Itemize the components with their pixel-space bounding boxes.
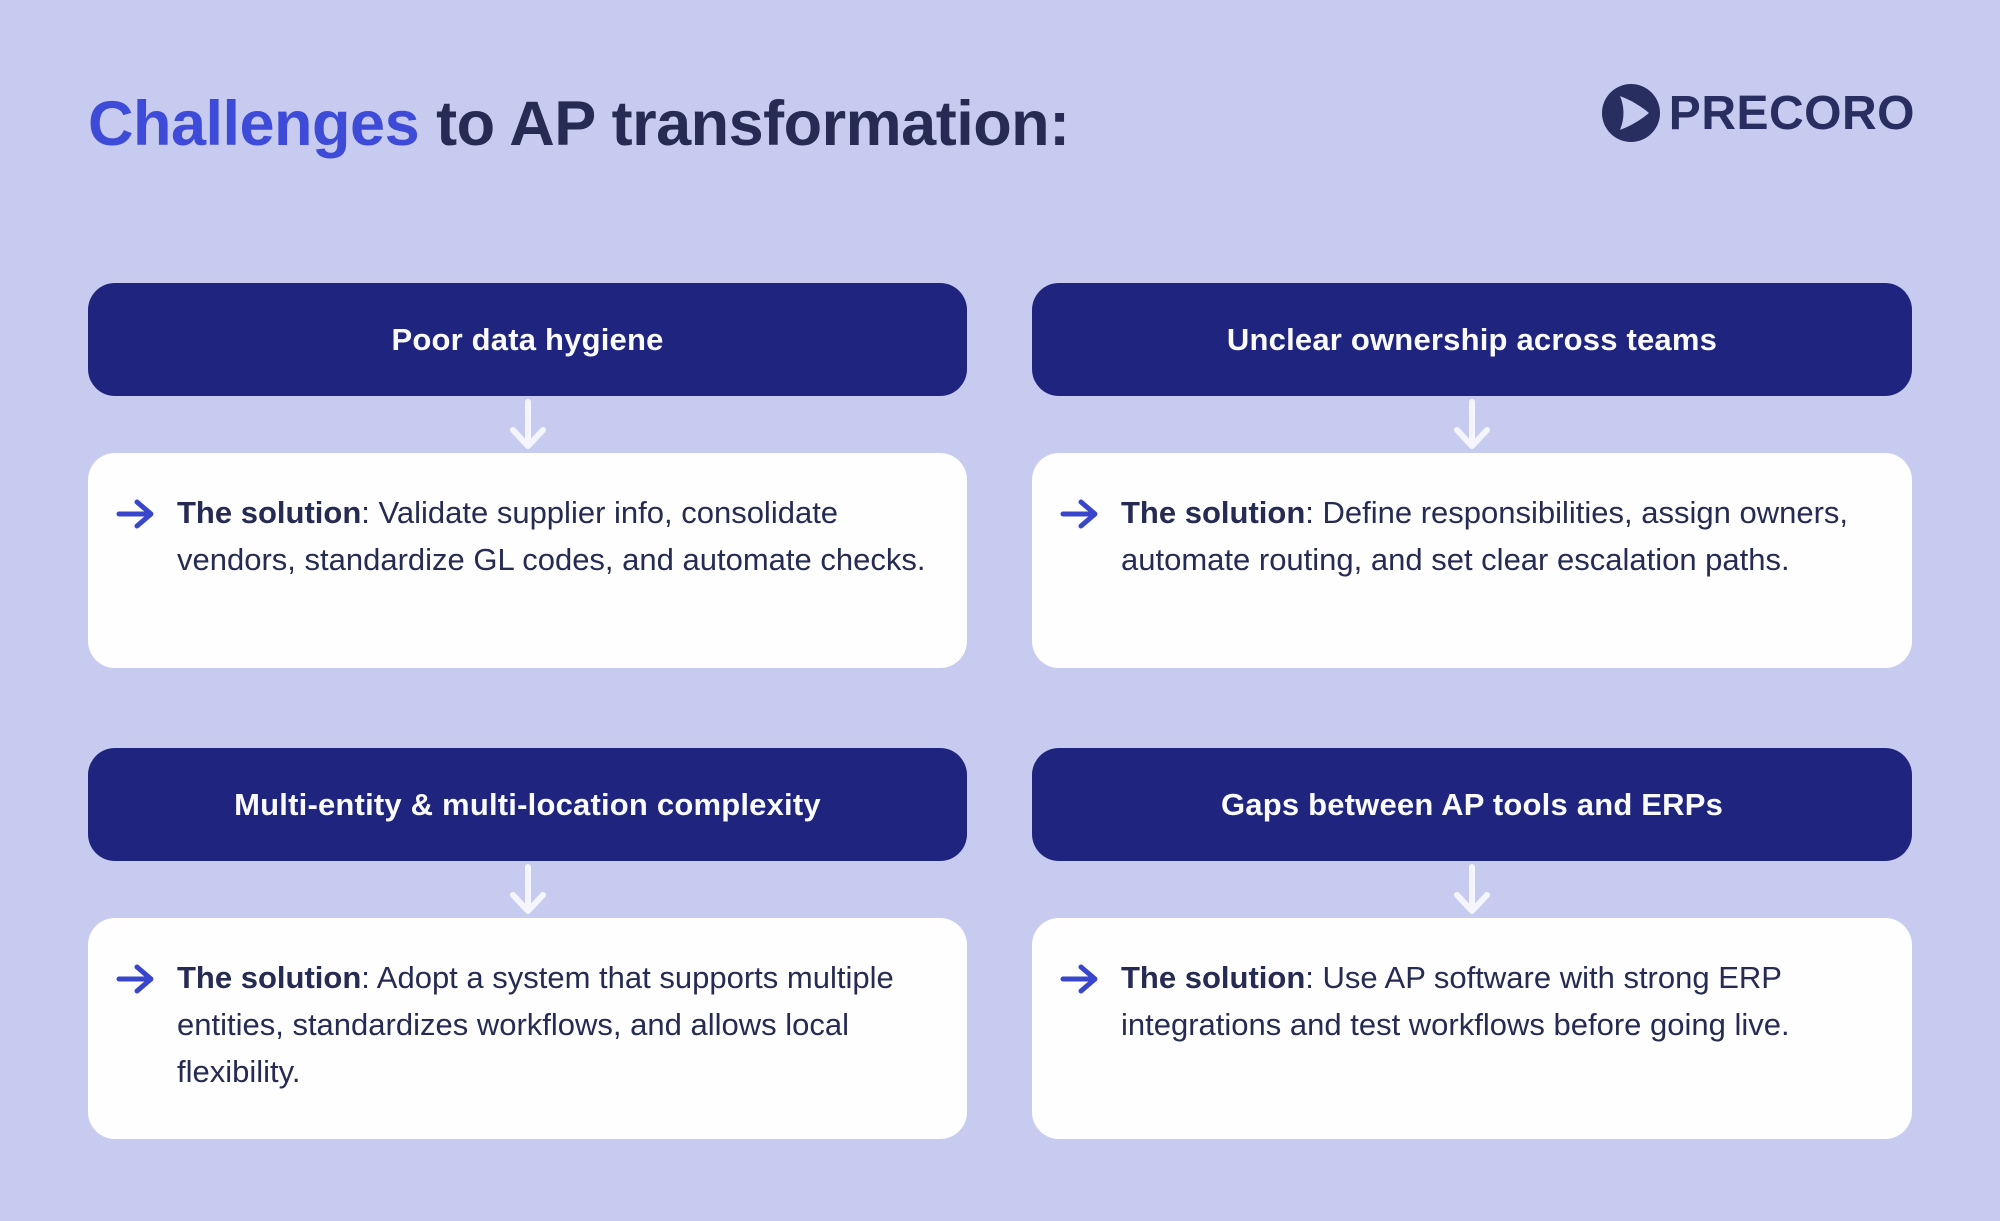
challenge-label: Unclear ownership across teams — [1226, 321, 1718, 357]
solution-body: : Define responsibilities, assign owners… — [1121, 495, 1849, 577]
precoro-logo: PRECORO — [1601, 84, 1915, 142]
precoro-logo-text: PRECORO — [1668, 86, 1915, 140]
solution-card: The solution: Adopt a system that suppor… — [88, 918, 967, 1139]
solution-card: The solution: Validate supplier info, co… — [88, 453, 967, 668]
solution-text: The solution: Validate supplier info, co… — [177, 489, 931, 583]
solution-body: : Adopt a system that supports multiple … — [177, 960, 894, 1089]
section-multi-entity-complexity: Multi-entity & multi-location complexity… — [88, 748, 967, 1139]
section-unclear-ownership: Unclear ownership across teams The solut… — [1032, 283, 1912, 668]
connector — [1032, 396, 1912, 453]
arrow-right-icon — [1060, 499, 1100, 529]
challenge-pill: Multi-entity & multi-location complexity — [88, 748, 967, 861]
solution-body: : Use AP software with strong ERP integr… — [1121, 960, 1790, 1042]
challenge-label: Multi-entity & multi-location complexity — [234, 786, 821, 822]
challenge-pill: Gaps between AP tools and ERPs — [1032, 748, 1912, 861]
connector — [1032, 861, 1912, 918]
arrow-down-icon — [507, 398, 549, 451]
arrow-down-icon — [1451, 863, 1493, 916]
challenge-pill: Unclear ownership across teams — [1032, 283, 1912, 396]
section-poor-data-hygiene: Poor data hygiene The solution: Validate… — [88, 283, 967, 668]
solution-label: The solution — [177, 495, 362, 530]
arrow-down-icon — [507, 863, 549, 916]
connector — [88, 396, 967, 453]
solution-text: The solution: Use AP software with stron… — [1121, 954, 1876, 1048]
arrow-right-icon — [116, 964, 156, 994]
solution-label: The solution — [1121, 960, 1306, 995]
arrow-right-icon — [1060, 964, 1100, 994]
precoro-logo-icon — [1601, 84, 1660, 142]
page-title-rest: to AP transformation: — [419, 89, 1070, 159]
connector — [88, 861, 967, 918]
solution-card: The solution: Use AP software with stron… — [1032, 918, 1912, 1139]
challenge-label: Gaps between AP tools and ERPs — [1220, 786, 1724, 822]
challenge-label: Poor data hygiene — [391, 321, 664, 357]
solution-label: The solution — [177, 960, 362, 995]
challenge-pill: Poor data hygiene — [88, 283, 967, 396]
arrow-right-icon — [116, 499, 156, 529]
solution-card: The solution: Define responsibilities, a… — [1032, 453, 1912, 668]
solution-text: The solution: Define responsibilities, a… — [1121, 489, 1876, 583]
arrow-down-icon — [1451, 398, 1493, 451]
solution-label: The solution — [1121, 495, 1306, 530]
page-title: Challenges to AP transformation: — [88, 88, 1070, 160]
page-title-highlight: Challenges — [88, 89, 420, 159]
solution-text: The solution: Adopt a system that suppor… — [177, 954, 931, 1095]
section-ap-erp-gaps: Gaps between AP tools and ERPs The solut… — [1032, 748, 1912, 1139]
solution-body: : Validate supplier info, consolidate ve… — [177, 495, 926, 577]
